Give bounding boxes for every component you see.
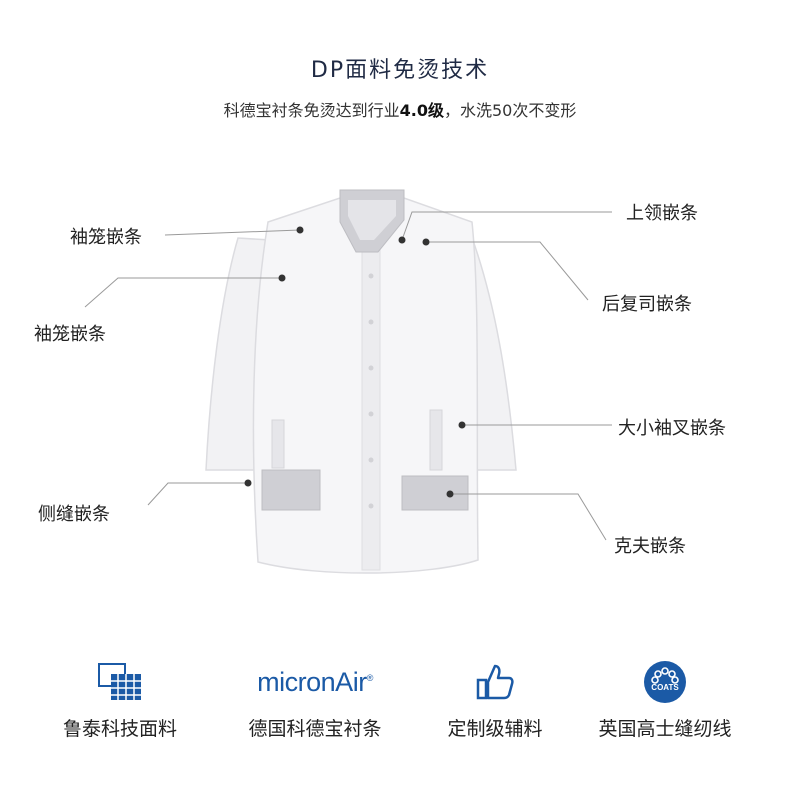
callout-dots [244, 226, 466, 498]
subtitle-text-end: ，水洗50次不变形 [444, 101, 577, 120]
coats-logo-text: COATS [651, 683, 679, 692]
feature-label-accessories: 定制级辅料 [447, 718, 543, 740]
subtitle-grade: 4.0级 [399, 101, 444, 120]
callout-left-mid: 袖笼嵌条 [34, 324, 106, 345]
thumbs-up-icon [476, 664, 514, 700]
feature-label-interlining: 德国科德宝衬条 [248, 718, 382, 740]
page-subtitle: 科德宝衬条免烫达到行业4.0级，水洗50次不变形 [0, 97, 800, 121]
callout-right-cuff-slit: 大小袖叉嵌条 [618, 418, 726, 439]
callout-lines [84, 211, 612, 541]
feature-accessories: 定制级辅料 [395, 660, 595, 741]
callout-right-back: 后复司嵌条 [602, 294, 692, 315]
callout-right-collar: 上领嵌条 [626, 203, 698, 224]
micronair-logo-text: micronAir [257, 666, 367, 697]
callout-left-top: 袖笼嵌条 [70, 227, 142, 248]
feature-thread: COATS 英国高士缝纫线 [565, 660, 765, 741]
shirt-illustration [205, 189, 517, 574]
page-title: DP面料免烫技术 [310, 58, 490, 83]
fabric-swatch-icon [98, 663, 141, 700]
callout-right-cuff: 克夫嵌条 [614, 536, 686, 557]
subtitle-text: 科德宝衬条免烫达到行业 [223, 101, 400, 120]
micronair-logo: micronAir® [257, 666, 373, 697]
coats-logo: COATS [644, 661, 686, 703]
callout-left-bottom: 侧缝嵌条 [38, 504, 110, 525]
feature-interlining: micronAir® 德国科德宝衬条 [215, 660, 415, 741]
feature-label-fabric: 鲁泰科技面料 [62, 718, 177, 740]
feature-fabric: 鲁泰科技面料 [20, 660, 220, 741]
feature-label-thread: 英国高士缝纫线 [598, 718, 732, 740]
